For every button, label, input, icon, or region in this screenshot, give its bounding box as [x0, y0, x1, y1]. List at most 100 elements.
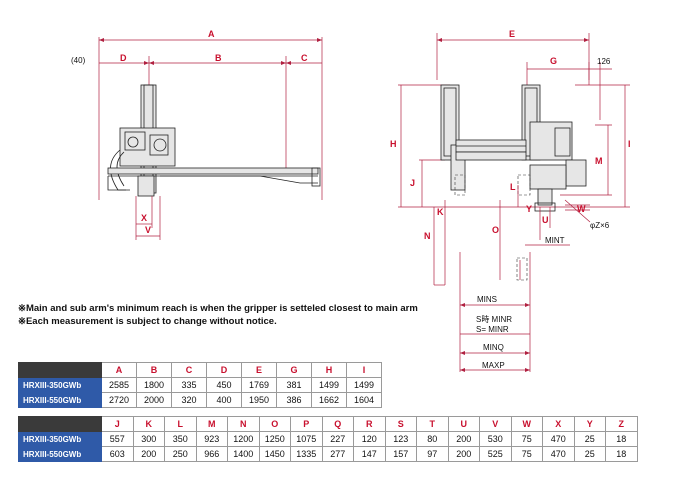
table-cell: 2585	[101, 377, 137, 393]
label-J: J	[410, 178, 415, 188]
label-max-p: MAXP	[482, 361, 505, 370]
table-row: HRXIII-350GWb 2585 1800 335 450 1769 381…	[18, 377, 382, 393]
table2-header: J	[101, 416, 134, 432]
spec-table-1: A B C D E G H I HRXIII-350GWb 2585 1800 …	[18, 362, 382, 408]
table-cell: 335	[171, 377, 207, 393]
table2-corner	[18, 416, 102, 432]
label-min-s: MINS	[477, 295, 497, 304]
label-L: L	[510, 182, 516, 192]
table-cell: 80	[416, 431, 449, 447]
label-W: W	[577, 204, 586, 214]
table-cell: 25	[573, 446, 606, 462]
table1-header: C	[171, 362, 207, 378]
table2-header: R	[353, 416, 386, 432]
table2-header: L	[164, 416, 197, 432]
notes: ※Main and sub arm's minimum reach is whe…	[18, 302, 418, 328]
label-E: E	[509, 29, 515, 39]
table2-header: Q	[321, 416, 354, 432]
table2-header: S	[384, 416, 417, 432]
table-cell: 1250	[258, 431, 291, 447]
table-cell: 450	[206, 377, 242, 393]
table1-header: G	[276, 362, 312, 378]
table-cell: 277	[321, 446, 354, 462]
model-name: HRXIII-350GWb	[18, 431, 102, 447]
label-min-q: MINQ	[483, 343, 504, 352]
table-cell: 1200	[227, 431, 260, 447]
table-cell: 470	[542, 431, 575, 447]
table-cell: 923	[195, 431, 228, 447]
table-cell: 400	[206, 392, 242, 408]
table-cell: 300	[132, 431, 165, 447]
label-126: 126	[597, 57, 611, 66]
label-X: X	[141, 213, 147, 223]
table2-header: Z	[605, 416, 638, 432]
table-cell: 1950	[241, 392, 277, 408]
table-cell: 1499	[311, 377, 347, 393]
table-cell: 75	[510, 446, 543, 462]
table2-header: V	[479, 416, 512, 432]
table-cell: 250	[164, 446, 197, 462]
table-cell: 120	[353, 431, 386, 447]
table-cell: 525	[479, 446, 512, 462]
table-cell: 147	[353, 446, 386, 462]
label-A: A	[208, 29, 215, 39]
table2-header: W	[510, 416, 543, 432]
table-cell: 97	[416, 446, 449, 462]
table1-header: E	[241, 362, 277, 378]
model-name: HRXIII-350GWb	[18, 377, 102, 393]
model-name: HRXIII-550GWb	[18, 392, 102, 408]
label-N: N	[424, 231, 431, 241]
note-2: ※Each measurement is subject to change w…	[18, 316, 277, 327]
label-B: B	[215, 53, 222, 63]
table2-header: N	[227, 416, 260, 432]
label-C: C	[301, 53, 308, 63]
label-K: K	[437, 207, 444, 217]
table-row: HRXIII-550GWb 2720 2000 320 400 1950 386…	[18, 392, 382, 408]
table-cell: 200	[132, 446, 165, 462]
table-row: HRXIII-350GWb 557 300 350 923 1200 1250 …	[18, 431, 638, 447]
table-cell: 1075	[290, 431, 323, 447]
table-cell: 320	[171, 392, 207, 408]
table1-header: H	[311, 362, 347, 378]
label-s-line1: S時 MINR	[476, 315, 512, 324]
table2-header: M	[195, 416, 228, 432]
table-cell: 1450	[258, 446, 291, 462]
table-cell: 381	[276, 377, 312, 393]
label-phi-z: φZ×6	[590, 221, 610, 230]
table-row: HRXIII-550GWb 603 200 250 966 1400 1450 …	[18, 446, 638, 462]
table2-header: O	[258, 416, 291, 432]
table2-header: Y	[573, 416, 606, 432]
table-cell: 2720	[101, 392, 137, 408]
table-cell: 200	[447, 446, 480, 462]
label-s-line2: S= MINR	[476, 325, 509, 334]
table-cell: 18	[605, 431, 638, 447]
offset-label: (40)	[71, 56, 86, 65]
label-M: M	[595, 156, 603, 166]
table-cell: 1400	[227, 446, 260, 462]
side-view-drawing	[98, 37, 323, 240]
model-name: HRXIII-550GWb	[18, 446, 102, 462]
table-cell: 123	[384, 431, 417, 447]
table-cell: 1604	[346, 392, 382, 408]
table2-header: T	[416, 416, 449, 432]
table-cell: 530	[479, 431, 512, 447]
table-cell: 1499	[346, 377, 382, 393]
table1-header: A	[101, 362, 137, 378]
label-V: V	[145, 225, 151, 235]
table-cell: 25	[573, 431, 606, 447]
table2-header-row: J K L M N O P Q R S T U V W X Y Z	[18, 416, 638, 432]
table-cell: 1800	[136, 377, 172, 393]
label-min-t: MINT	[545, 236, 565, 245]
table1-header-row: A B C D E G H I	[18, 362, 382, 378]
table1-header: B	[136, 362, 172, 378]
table-cell: 386	[276, 392, 312, 408]
table-cell: 1662	[311, 392, 347, 408]
spec-table-2: J K L M N O P Q R S T U V W X Y Z HRXIII…	[18, 416, 638, 462]
table-cell: 75	[510, 431, 543, 447]
table2-header: X	[542, 416, 575, 432]
table-cell: 350	[164, 431, 197, 447]
table1-header: D	[206, 362, 242, 378]
note-1: ※Main and sub arm's minimum reach is whe…	[18, 303, 418, 314]
label-G: G	[550, 56, 557, 66]
table-cell: 227	[321, 431, 354, 447]
